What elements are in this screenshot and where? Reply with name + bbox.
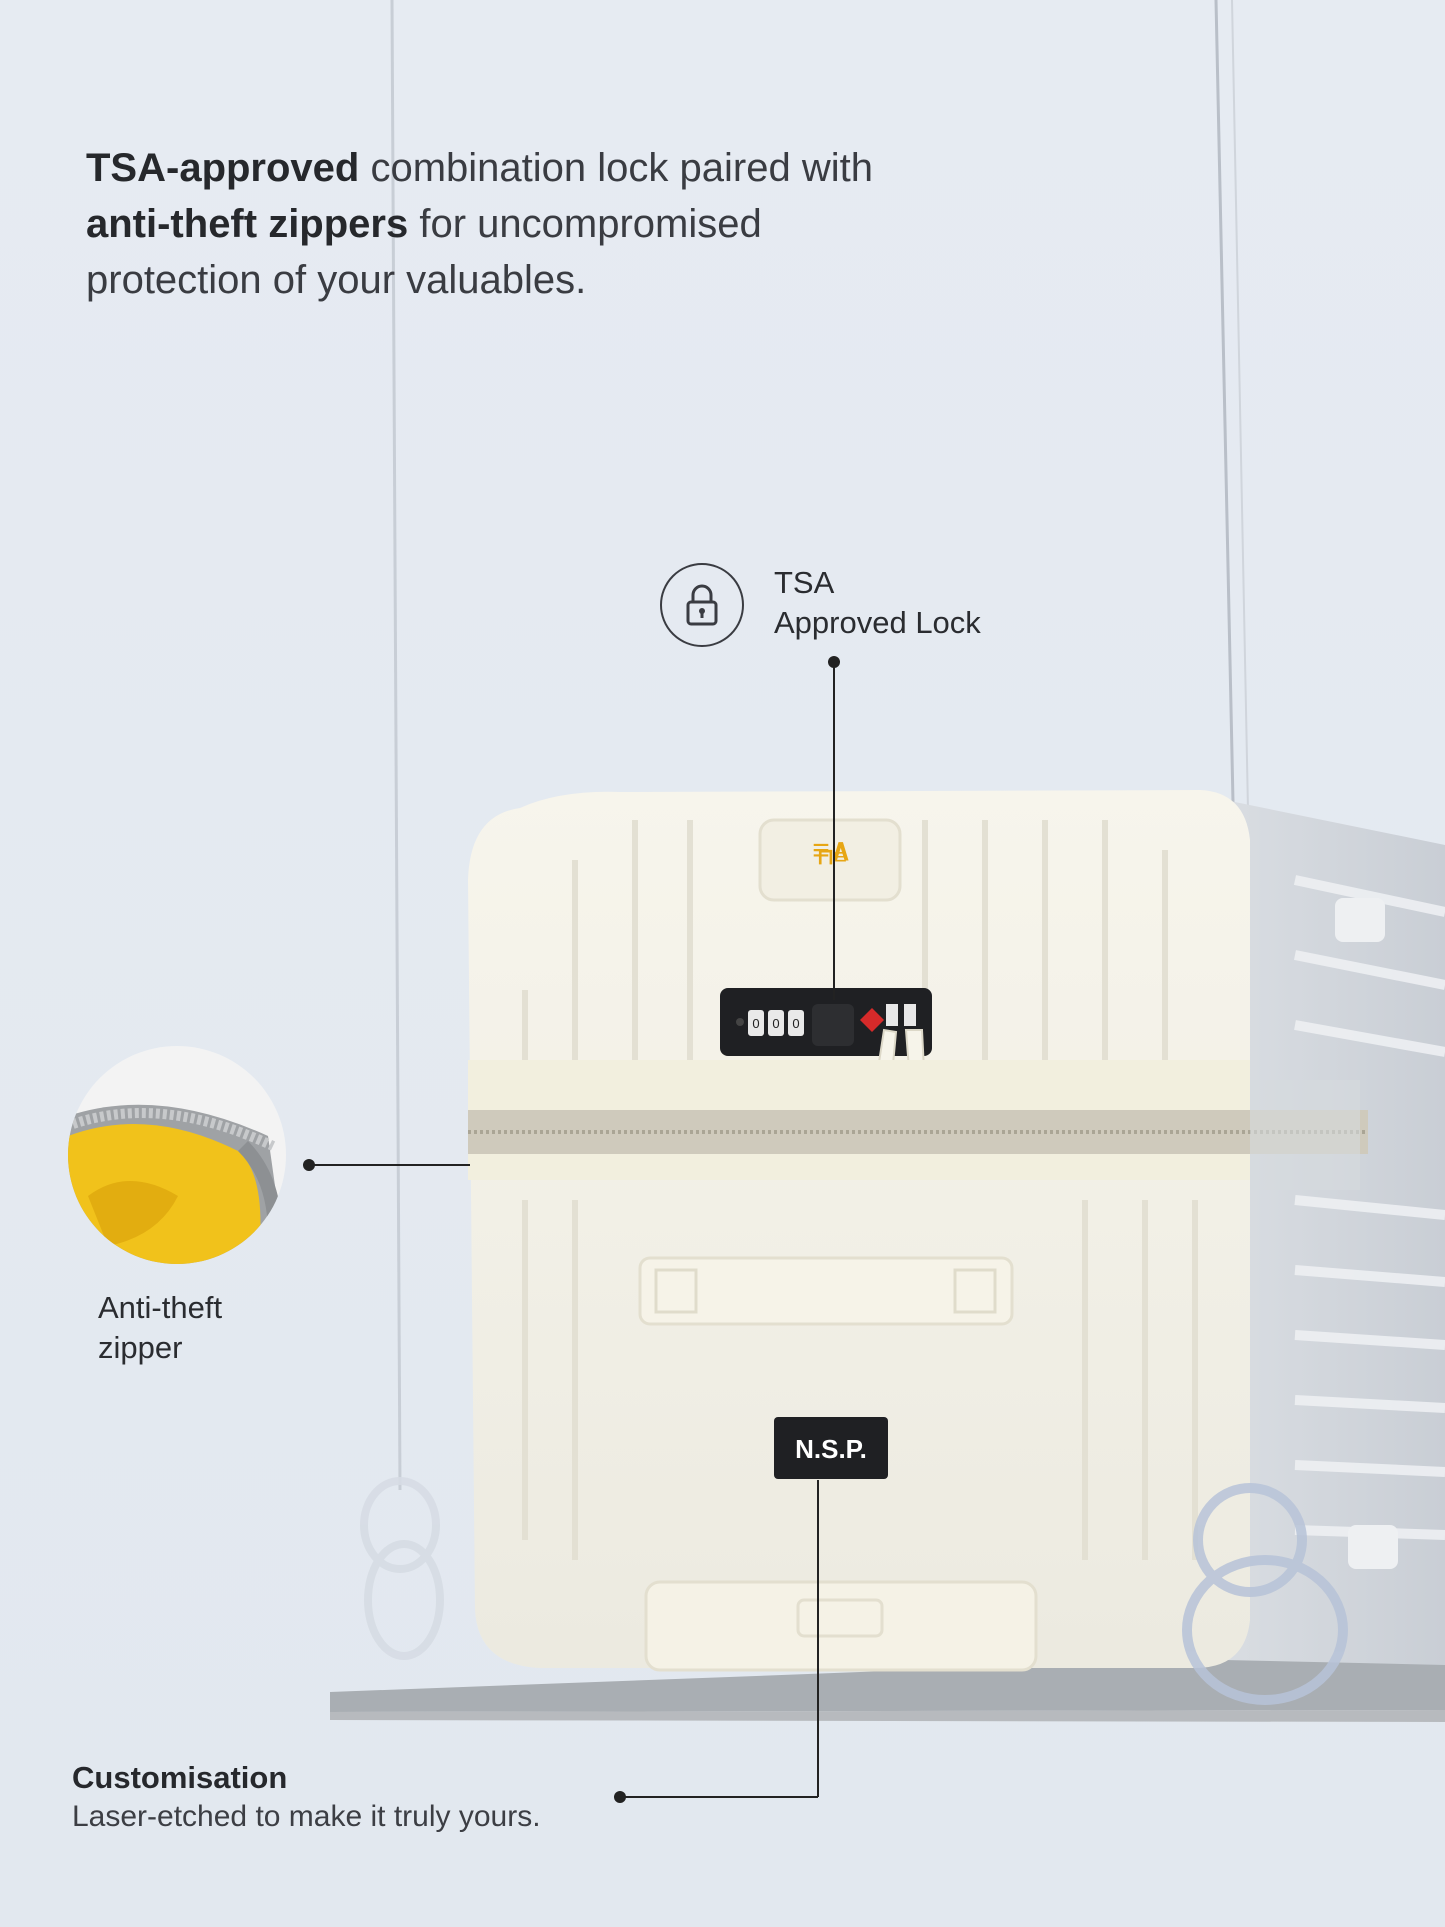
lock-icon [660,563,744,647]
headline-bold-2: anti-theft zippers [86,202,409,246]
svg-text:0: 0 [792,1016,799,1031]
headline-text-1: combination lock paired with [359,146,873,190]
svg-text:≡∧: ≡∧ [812,834,851,867]
headline-bold-1: TSA-approved [86,146,360,190]
customisation-subtitle: Laser-etched to make it truly yours. [72,1800,541,1833]
headline-text-2: for uncompromised [408,202,762,246]
zipper-callout-line2: zipper [98,1330,183,1365]
tsa-callout-line2: Approved Lock [774,605,981,640]
zipper-callout-line1: Anti-theft [98,1290,223,1325]
monogram-tag [774,1417,888,1479]
svg-text:0: 0 [772,1016,779,1031]
svg-text:0: 0 [752,1016,759,1031]
tsa-callout-line1: TSA [774,565,835,600]
headline: TSA-approved combination lock paired wit… [86,140,986,308]
headline-text-3: protection of your valuables. [86,258,587,302]
tsa-callout-label: TSA Approved Lock [774,563,981,643]
zipper-closeup-image [68,1046,286,1264]
monogram-tag-text: N.S.P. [795,1434,867,1464]
customisation-title: Customisation [72,1760,288,1795]
svg-text:⊓≡: ⊓≡ [817,844,847,869]
zipper-callout-label: Anti-theft zipper [98,1288,222,1368]
